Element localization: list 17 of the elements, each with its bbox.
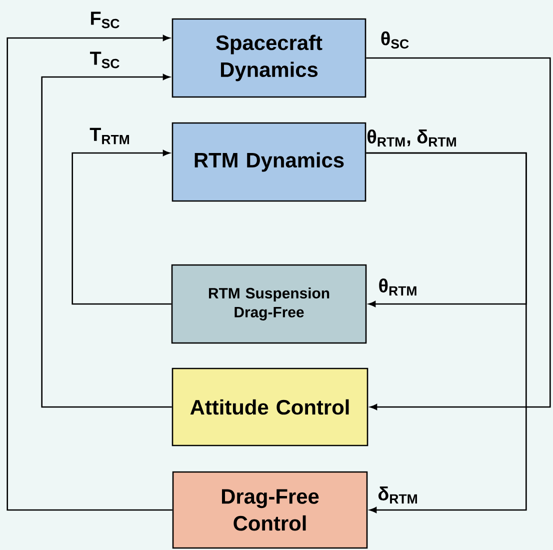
edge-label: T$_{RTM}$ bbox=[90, 128, 129, 144]
block-box: RTM Dynamics bbox=[172, 122, 366, 202]
arrow bbox=[366, 152, 527, 513]
block-box: Drag-Free Control bbox=[172, 471, 368, 549]
block-box: RTM Suspension Drag-Free bbox=[171, 264, 367, 344]
edge-label: δ$_{RTM}$ bbox=[378, 486, 417, 504]
edge-label: T$_{SC}$ bbox=[90, 52, 120, 68]
edge-label: θ$_{RTM}$ bbox=[379, 278, 416, 296]
arrow bbox=[6, 35, 172, 511]
arrow bbox=[41, 74, 172, 408]
block-box: Spacecraft Dynamics bbox=[172, 18, 366, 98]
signal-label: θ$_{RTM}$, δ$_{RTM}$ bbox=[368, 130, 456, 146]
edge-label: θ$_{SC}$ bbox=[381, 31, 409, 49]
edge-label: F$_{SC}$ bbox=[91, 12, 120, 28]
arrow bbox=[72, 150, 172, 305]
block-box: Attitude Control bbox=[172, 368, 368, 446]
arrow bbox=[366, 57, 551, 410]
